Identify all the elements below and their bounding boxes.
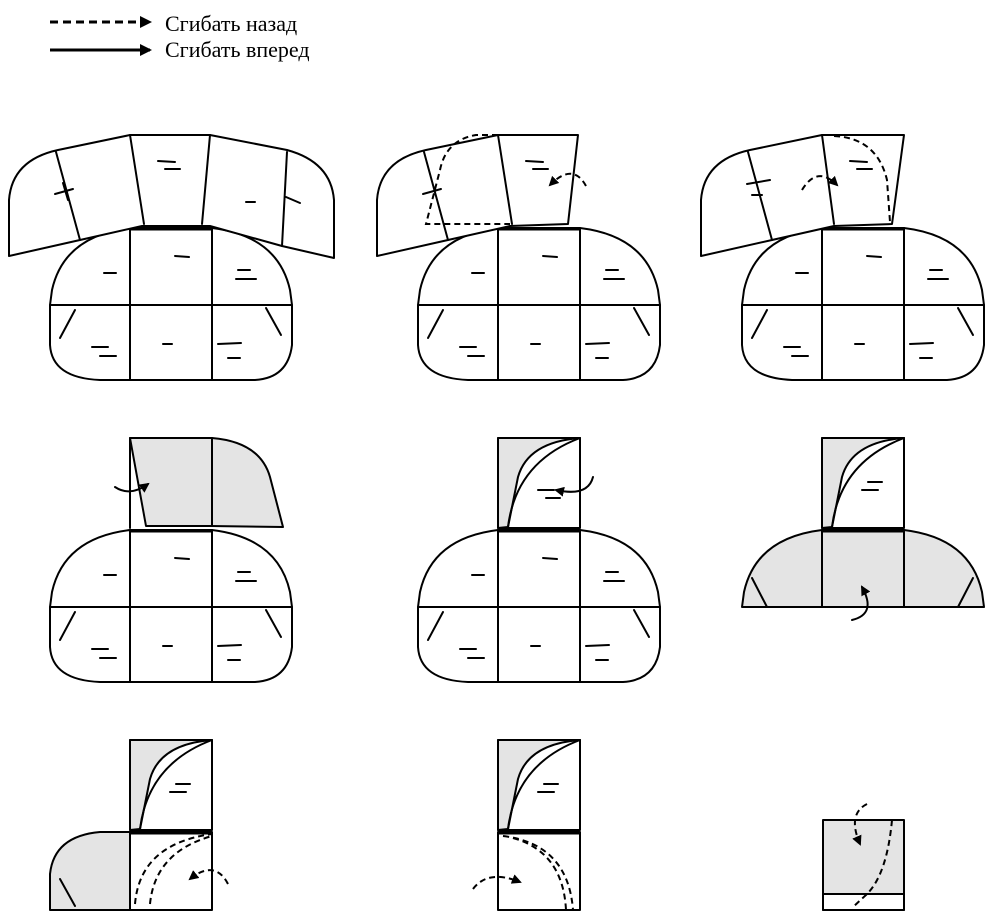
fold-forward-label: Сгибать вперед: [165, 37, 310, 62]
step-2: [376, 134, 662, 382]
step-1: [8, 134, 335, 382]
step-8: [472, 739, 581, 911]
step-7: [49, 739, 229, 911]
legend-arrows: [50, 16, 152, 56]
step-4: [48, 437, 294, 684]
step-5: [416, 437, 662, 684]
legend: Сгибать назад Сгибать вперед: [0, 0, 400, 70]
fold-back-label: Сгибать назад: [165, 11, 298, 36]
step-6: [741, 437, 985, 621]
step-9: [822, 803, 905, 911]
step-3: [700, 134, 986, 382]
